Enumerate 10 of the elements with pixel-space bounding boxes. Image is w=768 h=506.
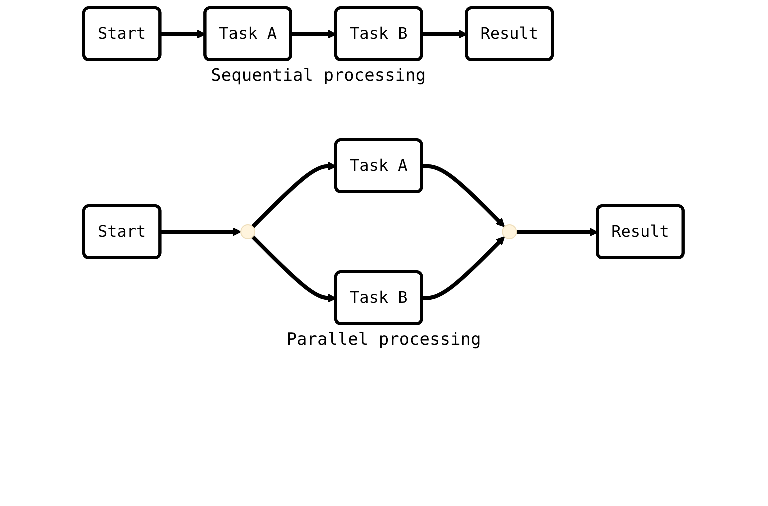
arrow [516, 228, 599, 237]
node-circle [240, 224, 256, 240]
diagram-caption: Sequential processing [211, 66, 426, 86]
diagram-caption: Parallel processing [286, 330, 482, 350]
arrow [292, 30, 338, 39]
arrow [422, 30, 468, 39]
node-circle [502, 224, 518, 240]
arrow [422, 236, 506, 300]
arrow [422, 164, 506, 228]
arrow [160, 228, 242, 236]
